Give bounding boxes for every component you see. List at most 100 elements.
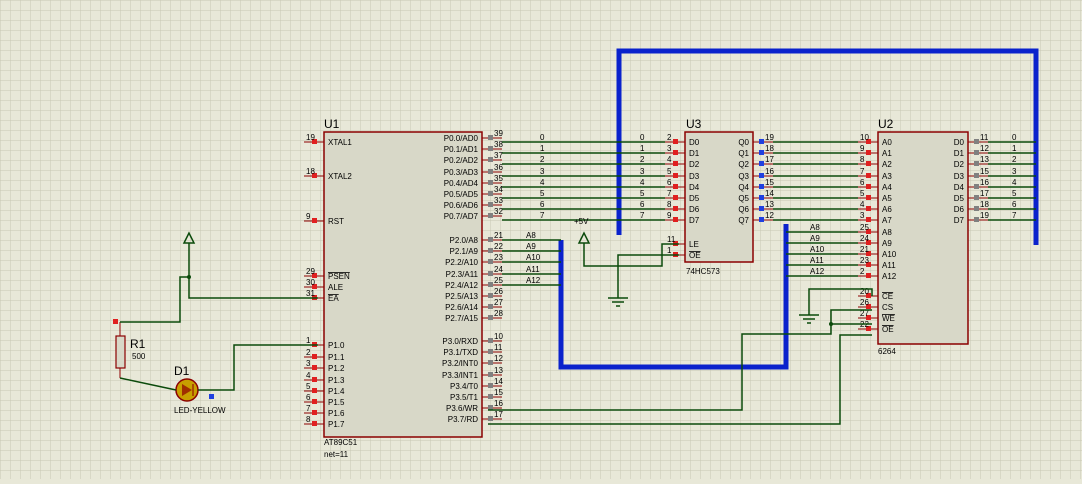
u1-pin-marker[interactable] — [312, 399, 317, 404]
u2-pin-marker[interactable] — [866, 161, 871, 166]
r1-body[interactable] — [115, 335, 126, 369]
u2-body[interactable] — [877, 131, 969, 345]
u2-pin-marker[interactable] — [974, 139, 979, 144]
u3-pin-marker[interactable] — [673, 139, 678, 144]
u3-pin-marker[interactable] — [673, 184, 678, 189]
u2-pin-marker[interactable] — [866, 173, 871, 178]
u1-pin-marker[interactable] — [312, 273, 317, 278]
u2-pin-marker[interactable] — [866, 184, 871, 189]
u1-pin-marker[interactable] — [488, 394, 493, 399]
u2-pin-marker[interactable] — [974, 206, 979, 211]
u1-pin-marker[interactable] — [488, 372, 493, 377]
u1-body[interactable] — [323, 131, 483, 438]
u2-pin-marker[interactable] — [866, 273, 871, 278]
u2-pin-marker[interactable] — [974, 161, 979, 166]
u2-pin-marker[interactable] — [866, 195, 871, 200]
u1-pin-marker[interactable] — [488, 315, 493, 320]
u2-pin-marker[interactable] — [866, 139, 871, 144]
u2-pin-marker[interactable] — [974, 217, 979, 222]
ce-ground-wire — [808, 288, 873, 315]
net-label-data: 0 — [640, 133, 645, 142]
u3-pin-marker[interactable] — [759, 184, 764, 189]
u2-pin-marker[interactable] — [866, 315, 871, 320]
u1-pin-marker[interactable] — [312, 139, 317, 144]
u1-pin-marker[interactable] — [488, 180, 493, 185]
u1-pin-marker[interactable] — [312, 410, 317, 415]
u3-pin-name: Q3 — [738, 172, 749, 181]
u1-pin-marker[interactable] — [312, 354, 317, 359]
u1-pin-marker[interactable] — [488, 293, 493, 298]
u3-body[interactable] — [684, 131, 754, 263]
u1-pin-marker[interactable] — [488, 191, 493, 196]
u2-pin-marker[interactable] — [866, 326, 871, 331]
u1-pin-marker[interactable] — [312, 377, 317, 382]
u3-pin-name: D6 — [689, 205, 700, 214]
u1-pin-marker[interactable] — [312, 388, 317, 393]
u1-pin-marker[interactable] — [488, 349, 493, 354]
net-label-addr: A10 — [810, 245, 825, 254]
u1-pin-marker[interactable] — [488, 271, 493, 276]
u1-pin-name: ALE — [328, 283, 343, 292]
u2-pin-marker[interactable] — [866, 262, 871, 267]
u1-pin-marker[interactable] — [488, 259, 493, 264]
u1-pin-marker[interactable] — [312, 284, 317, 289]
u1-pin-marker[interactable] — [488, 237, 493, 242]
u3-pin-marker[interactable] — [673, 217, 678, 222]
u2-pin-marker[interactable] — [974, 184, 979, 189]
u1-pin-marker[interactable] — [312, 365, 317, 370]
u2-pin-marker[interactable] — [866, 304, 871, 309]
u1-pin-number: 9 — [306, 212, 311, 221]
u3-pin-marker[interactable] — [673, 161, 678, 166]
u1-pin-marker[interactable] — [488, 383, 493, 388]
u1-pin-marker[interactable] — [488, 405, 493, 410]
u1-extra: net=11 — [324, 450, 349, 459]
u1-pin-marker[interactable] — [488, 169, 493, 174]
r1-led-wire — [119, 377, 177, 391]
u2-pin-marker[interactable] — [866, 206, 871, 211]
u3-pin-marker[interactable] — [673, 150, 678, 155]
u1-pin-marker[interactable] — [488, 360, 493, 365]
u2-pin-marker[interactable] — [866, 293, 871, 298]
u1-pin-marker[interactable] — [312, 421, 317, 426]
u3-pin-marker[interactable] — [673, 206, 678, 211]
u1-pin-marker[interactable] — [488, 304, 493, 309]
u1-pin-marker[interactable] — [312, 218, 317, 223]
u3-pin-marker[interactable] — [673, 195, 678, 200]
u1-pin-marker[interactable] — [488, 135, 493, 140]
u2-pin-number: 3 — [860, 211, 865, 220]
oe-ground-wire — [617, 254, 679, 298]
u1-pin-marker[interactable] — [488, 416, 493, 421]
u2-pin-marker[interactable] — [974, 173, 979, 178]
ea-wire — [188, 243, 318, 299]
u3-pin-marker[interactable] — [759, 217, 764, 222]
u1-pin-number: 32 — [494, 207, 503, 216]
u1-pin-marker[interactable] — [488, 157, 493, 162]
u3-pin-number: 3 — [667, 144, 672, 153]
u1-pin-marker[interactable] — [488, 338, 493, 343]
u2-pin-marker[interactable] — [866, 240, 871, 245]
u3-pin-marker[interactable] — [759, 139, 764, 144]
u3-pin-marker[interactable] — [673, 173, 678, 178]
u3-pin-marker[interactable] — [759, 206, 764, 211]
u1-pin-marker[interactable] — [488, 248, 493, 253]
u2-pin-marker[interactable] — [974, 195, 979, 200]
u3-pin-marker[interactable] — [759, 150, 764, 155]
u1-pin-marker[interactable] — [488, 282, 493, 287]
u1-pin-marker[interactable] — [488, 213, 493, 218]
net-label-data: 1 — [540, 144, 545, 153]
u3-pin-marker[interactable] — [759, 173, 764, 178]
u1-pin-marker[interactable] — [488, 146, 493, 151]
u1-pin-number: 25 — [494, 276, 503, 285]
u2-pin-marker[interactable] — [974, 150, 979, 155]
u2-pin-name: A6 — [882, 205, 892, 214]
u1-pin-marker[interactable] — [488, 202, 493, 207]
u3-pin-marker[interactable] — [759, 161, 764, 166]
u2-pin-marker[interactable] — [866, 251, 871, 256]
u2-pin-marker[interactable] — [866, 217, 871, 222]
u1-pin-marker[interactable] — [312, 173, 317, 178]
u1-pin-number: 35 — [494, 174, 503, 183]
u2-pin-marker[interactable] — [866, 150, 871, 155]
u2-pin-marker[interactable] — [866, 229, 871, 234]
u3-pin-marker[interactable] — [759, 195, 764, 200]
